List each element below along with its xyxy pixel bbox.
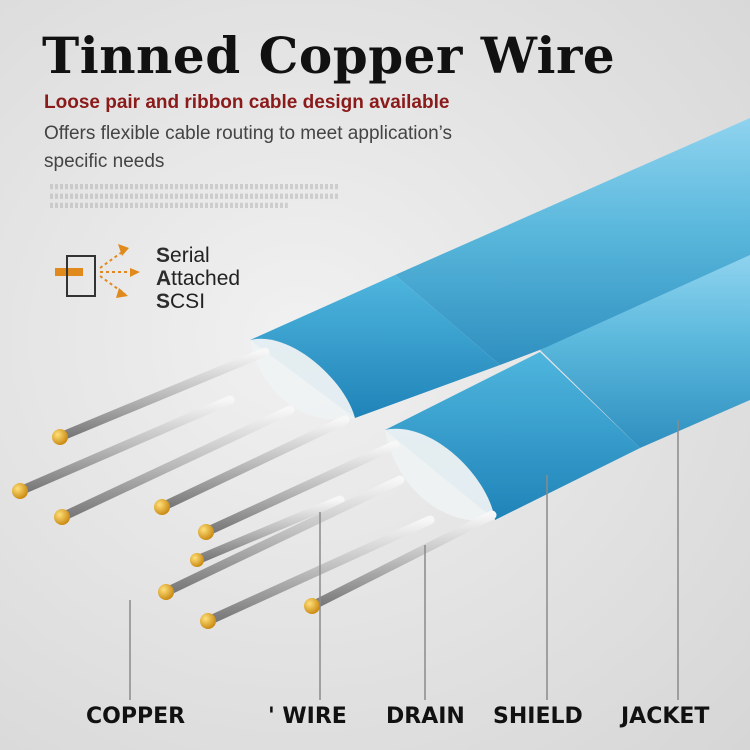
sas-word-ttached: ttached [171,267,241,290]
label-wire: ' WIRE [268,704,347,729]
description: Offers flexible cable routing to meet ap… [44,123,453,172]
leader-lines [129,420,679,700]
subtitle: Loose pair and ribbon cable design avail… [44,92,450,113]
sas-word-erial: erial [170,244,210,267]
sas-label: Serial Attached SCSI [156,244,240,313]
lower-conductors [158,440,497,629]
sas-letter-s2: S [156,290,171,313]
upper-conductors [12,347,350,525]
label-shield: SHIELD [493,704,583,729]
label-jacket: JACKET [621,704,710,729]
sas-letter-a: A [156,267,172,290]
label-drain: DRAIN [386,704,465,729]
sas-letter-s: S [156,244,171,267]
sas-icon [55,244,140,298]
page-title: Tinned Copper Wire [42,26,616,85]
label-copper: COPPER [86,704,186,729]
lower-cable [385,255,750,521]
sas-word-csi: CSI [170,290,206,313]
